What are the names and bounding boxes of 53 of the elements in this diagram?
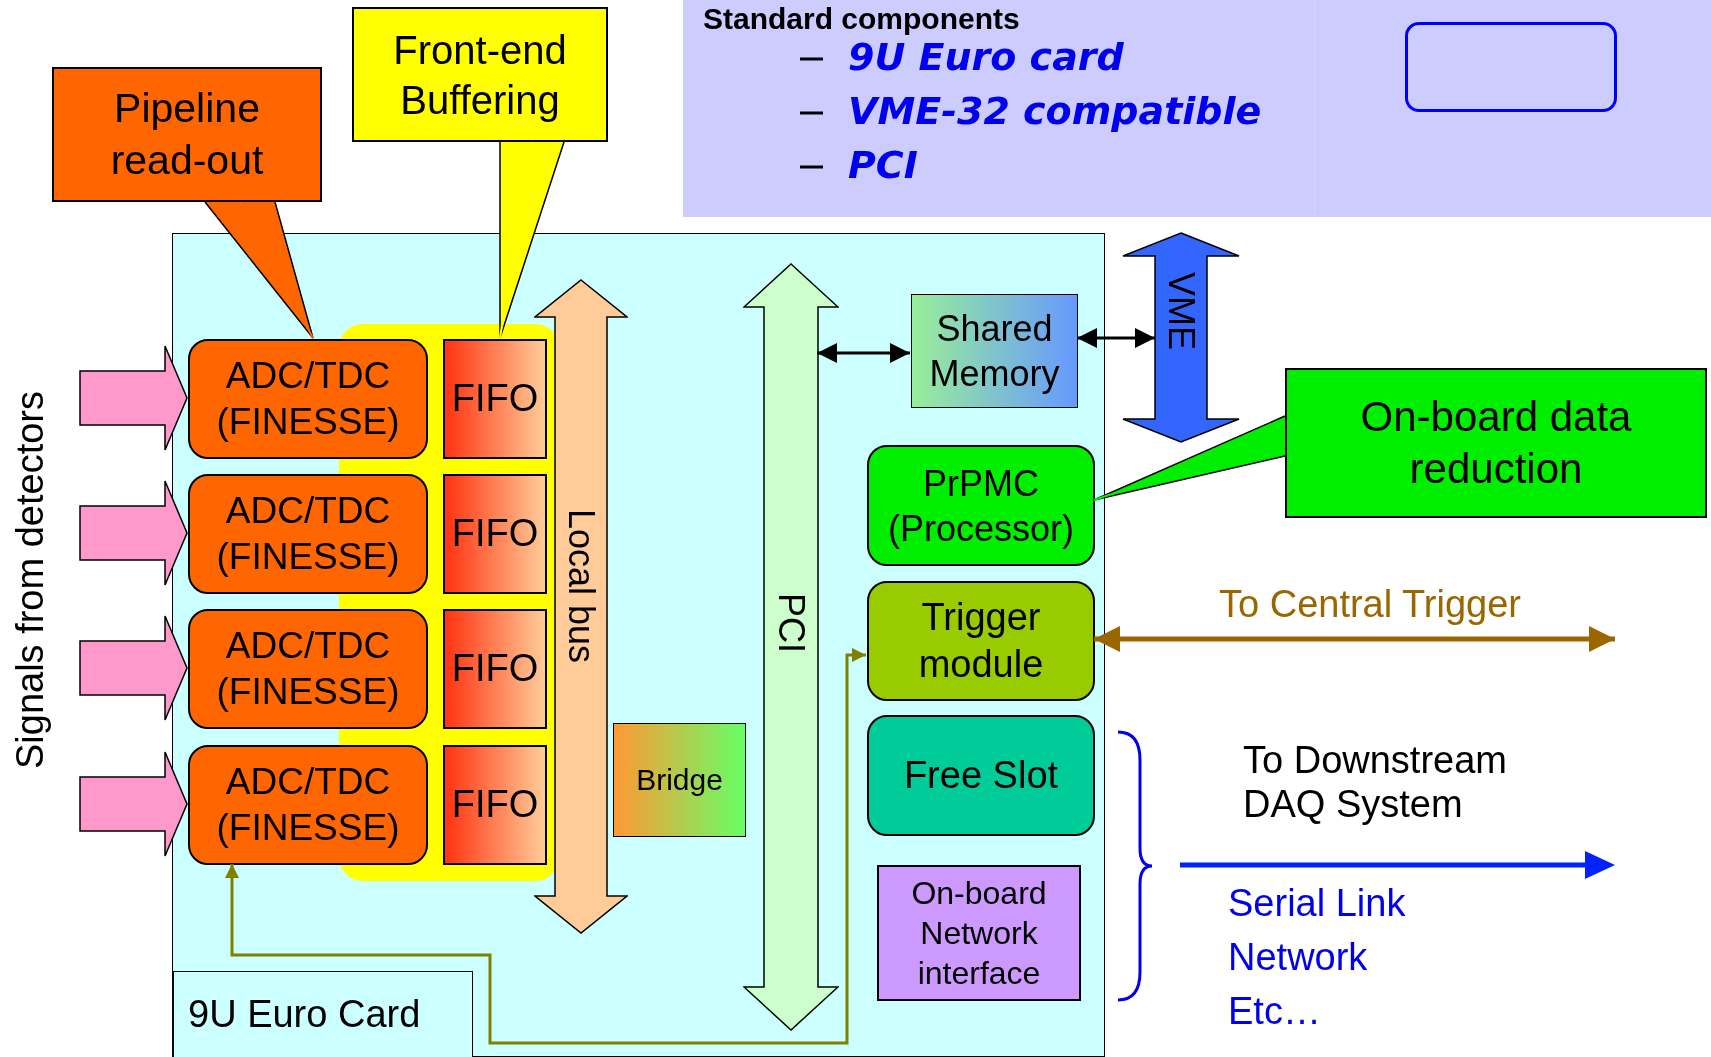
box-label: PrPMC (Processor)	[887, 461, 1075, 551]
box-label: Shared Memory	[928, 307, 1061, 396]
bullet-item: PCI	[848, 142, 918, 189]
fifo-box	[443, 474, 547, 594]
box-label: Bridge	[636, 762, 723, 799]
box-label: FIFO	[451, 511, 539, 557]
processor-box	[867, 445, 1095, 566]
box-label: On-board data reduction	[1359, 391, 1633, 494]
memory-box	[911, 294, 1078, 408]
box-label: ADC/TDC (FINESSE)	[215, 488, 401, 579]
box-label: 9U Euro Card	[188, 991, 421, 1037]
panel-heading: Standard components	[703, 1, 1020, 37]
bridge-box	[613, 723, 746, 837]
fifo-box	[443, 609, 547, 729]
adc-box	[188, 609, 428, 729]
box-label: ADC/TDC (FINESSE)	[215, 353, 401, 444]
input-arrow	[79, 345, 188, 451]
network-box	[877, 865, 1081, 1001]
box-label: FIFO	[451, 782, 539, 828]
bus-arrow	[1122, 232, 1240, 443]
adc-box	[188, 474, 428, 594]
input-arrow	[79, 751, 188, 857]
box-label: Front-end Buffering	[392, 26, 568, 124]
adc-box	[188, 339, 428, 459]
input-arrow	[79, 615, 188, 721]
link-type-list: Serial Link Network Etc…	[1228, 876, 1458, 1038]
box-label: ADC/TDC (FINESSE)	[215, 623, 401, 714]
bus-arrow	[743, 263, 839, 1031]
fifo-box	[443, 745, 547, 865]
box-label: On-board Network interface	[910, 874, 1048, 993]
bullet-item: VME-32 compatible	[848, 88, 1262, 135]
bus-label: PCI	[773, 593, 809, 653]
card-title-box	[173, 971, 473, 1057]
empty-rounded-box	[1405, 22, 1617, 112]
box-label: FIFO	[451, 646, 539, 692]
side-label: Signals from detectors	[8, 389, 52, 772]
bus-label: VME	[1163, 272, 1199, 350]
box-label: Trigger module	[917, 594, 1045, 687]
box-label: FIFO	[451, 376, 539, 422]
info-panel	[683, 0, 1711, 217]
fifo-box	[443, 339, 547, 459]
slot-box	[867, 715, 1095, 836]
box-label: Free Slot	[903, 752, 1059, 798]
box-label: ADC/TDC (FINESSE)	[215, 759, 401, 850]
bus-label: Local bus	[563, 509, 599, 664]
card-background	[172, 233, 1105, 1057]
box-label: Pipeline read-out	[109, 84, 265, 185]
callout-box	[352, 7, 608, 142]
bullet-item: 9U Euro card	[848, 35, 1124, 81]
adc-box	[188, 745, 428, 865]
destination-label: To Downstream DAQ System	[1243, 738, 1508, 826]
input-arrow	[79, 480, 188, 586]
trigger-box	[867, 581, 1095, 701]
